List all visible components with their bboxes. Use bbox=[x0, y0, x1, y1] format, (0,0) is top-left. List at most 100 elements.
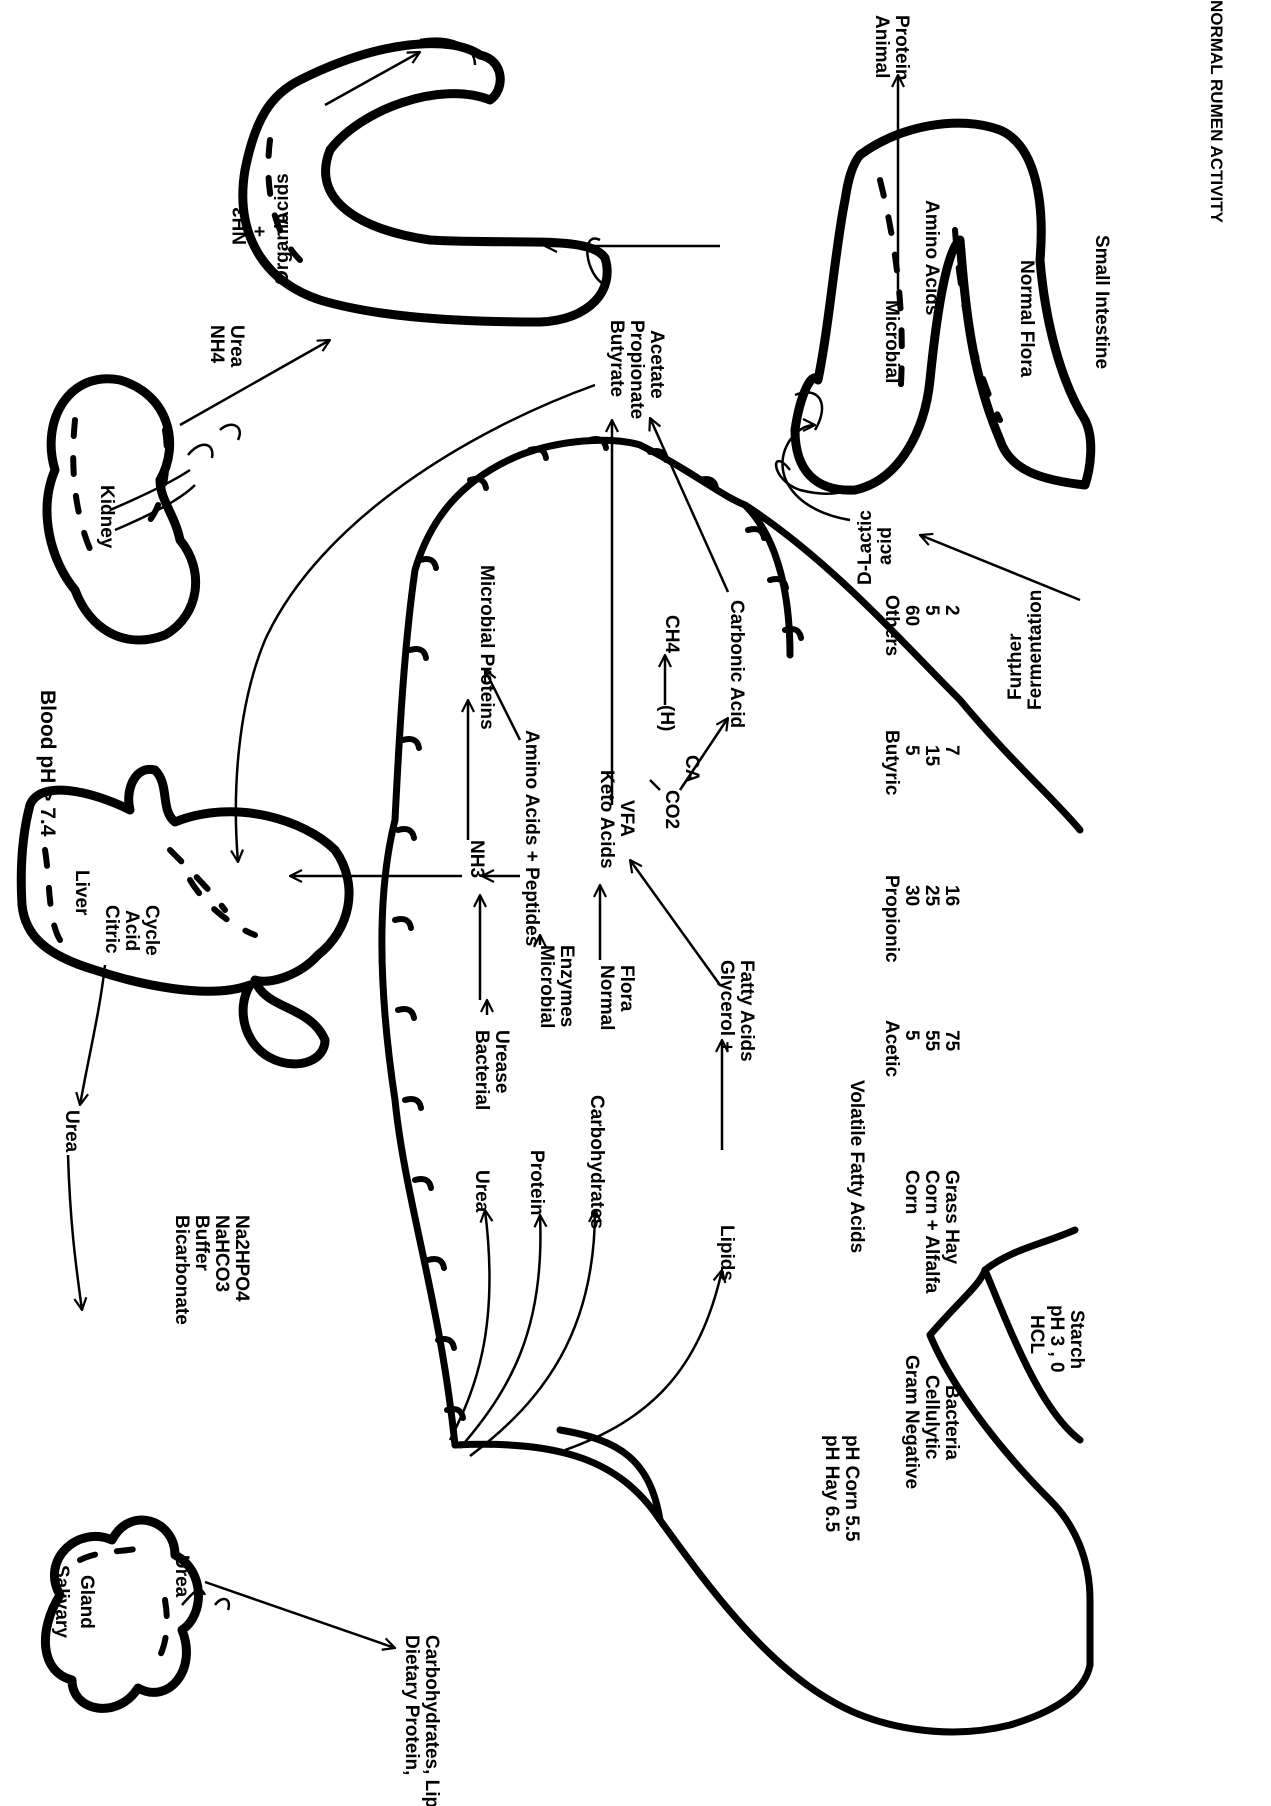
cycle-label: Cycle bbox=[141, 905, 162, 956]
vfa-cell: 7 bbox=[941, 745, 962, 756]
propionate-label: Propionate bbox=[626, 320, 647, 419]
bicarbonate-label: Bicarbonate bbox=[171, 1215, 192, 1325]
carbonic-acid-label: Carbonic Acid bbox=[726, 600, 747, 728]
vfa-col-acetic: Acetic bbox=[881, 1020, 902, 1077]
nh3-product-label: NH3 bbox=[466, 840, 487, 878]
blood-ph-label: Blood pH > 7.4 bbox=[36, 690, 59, 837]
buffer-label: Buffer bbox=[191, 1215, 212, 1272]
colon-shape bbox=[243, 39, 607, 322]
rumen-papillae bbox=[395, 439, 801, 1418]
normal-label: Normal bbox=[596, 965, 617, 1030]
arrow-glycerol-to-vfa bbox=[630, 860, 720, 985]
gland-label: Gland bbox=[76, 1575, 97, 1629]
further-label: Further bbox=[1005, 633, 1026, 700]
acetate-label: Acetate bbox=[646, 330, 667, 399]
colon-plus-label: + bbox=[250, 226, 271, 237]
rumen-papilla bbox=[770, 579, 786, 588]
liver-label: Liver bbox=[71, 870, 92, 916]
arrow-kidney-to-colon bbox=[180, 340, 330, 425]
protein-output-label: Protein bbox=[891, 15, 912, 80]
vfa-table-title: Volatile Fatty Acids bbox=[846, 1080, 867, 1253]
rumen-papilla bbox=[403, 739, 419, 748]
keto-acids-label: Keto Acids bbox=[596, 770, 617, 869]
diagram-title: NORMAL RUMEN ACTIVITY bbox=[1207, 0, 1226, 224]
bacterial-label: Bacterial bbox=[471, 1030, 492, 1110]
gram-negative-label: Gram Negative bbox=[901, 1355, 922, 1489]
cellulytic-label: Cellulytic bbox=[921, 1375, 942, 1460]
ph-corn-label: pH Corn 5.5 bbox=[841, 1435, 862, 1542]
nahco3-label: NaHCO3 bbox=[211, 1215, 232, 1292]
urease-label: Urease bbox=[491, 1030, 512, 1093]
glycerol-label: Glycerol + bbox=[716, 960, 737, 1052]
bacteria-label: Bacteria bbox=[941, 1385, 962, 1460]
enzymes-label: Enzymes bbox=[556, 945, 577, 1027]
kidney-shape bbox=[47, 379, 240, 640]
rumen-papilla bbox=[398, 1009, 414, 1018]
kidney-urea-label: Urea bbox=[226, 325, 247, 368]
arrow-to-protein-input bbox=[460, 1215, 540, 1448]
vfa-cell: 25 bbox=[921, 885, 942, 907]
dietary-label-line2: Carbohydrates, Lipids bbox=[421, 1635, 442, 1806]
urea-input-label: Urea bbox=[471, 1170, 492, 1213]
lipids-input-label: Lipids bbox=[716, 1225, 737, 1281]
hcl-label: HCL bbox=[1026, 1315, 1047, 1354]
ca-label: CA bbox=[681, 755, 702, 783]
rumen-papilla bbox=[410, 649, 426, 658]
rumen-papilla bbox=[748, 529, 764, 538]
co2-line bbox=[650, 780, 660, 790]
acid-label-2: acid bbox=[875, 527, 896, 565]
h-label: (H) bbox=[656, 705, 677, 731]
vfa-cell: 60 bbox=[901, 605, 922, 626]
amino-peptides-label: Amino Acids + Peptides bbox=[521, 730, 542, 946]
liver-shape bbox=[21, 769, 349, 1064]
starch-label: Starch bbox=[1066, 1310, 1087, 1369]
arrow-to-lipids-input bbox=[565, 1270, 722, 1450]
arrow-liver-to-urea bbox=[80, 965, 105, 1105]
small-intestine-label: Small Intestine bbox=[1091, 235, 1112, 369]
fermentation-label: Fermentation bbox=[1025, 590, 1046, 710]
colon-acids-label: Acids bbox=[272, 173, 293, 225]
vfa-label: VFA bbox=[616, 800, 637, 837]
carbohydrates-input-label: Carbohydrates bbox=[586, 1095, 607, 1229]
dietary-label-line1: Dietary Protein, bbox=[401, 1635, 422, 1775]
rumen-papilla bbox=[428, 1259, 444, 1268]
vfa-cell: 2 bbox=[941, 605, 962, 616]
fatty-acids-label: Fatty Acids bbox=[736, 960, 757, 1062]
arrow-to-urea-input bbox=[450, 1210, 490, 1440]
ph-hay-label: pH Hay 6.5 bbox=[821, 1435, 842, 1533]
kidney-nh4-label: NH4 bbox=[206, 325, 227, 363]
ph30-label: pH 3 , 0 bbox=[1046, 1305, 1067, 1373]
butyrate-label: Butyrate bbox=[606, 320, 627, 397]
arrow-saliva-to-rumen bbox=[205, 1582, 395, 1648]
vfa-row-grass-hay: Grass Hay bbox=[941, 1170, 962, 1264]
animal-label: Animal bbox=[871, 15, 892, 78]
rumen-papilla bbox=[395, 919, 411, 928]
rumen-papilla bbox=[405, 1099, 421, 1108]
vfa-cell: 16 bbox=[941, 885, 962, 906]
vfa-cell: 55 bbox=[921, 1030, 942, 1052]
na2hpo4-label: Na2HPO4 bbox=[231, 1215, 252, 1302]
vfa-col-butyric: Butyric bbox=[881, 730, 902, 796]
protein-input-label: Protein bbox=[526, 1150, 547, 1215]
dlactic-label: D-Lactic bbox=[855, 510, 876, 585]
citric-label: Citric bbox=[101, 905, 122, 954]
vfa-cell: 75 bbox=[941, 1030, 962, 1052]
vfa-row-corn-alfalfa: Corn + Alfalfa bbox=[921, 1170, 942, 1294]
rumen-papilla bbox=[398, 829, 414, 838]
colon-nh3-label: NH3 bbox=[230, 207, 251, 245]
vfa-table: Acetic Propionic Butyric Others Corn 5 3… bbox=[881, 595, 962, 1294]
vfa-col-others: Others bbox=[881, 595, 902, 656]
saliva-urea-label: Urea bbox=[171, 1555, 192, 1598]
kidney-label: Kidney bbox=[96, 485, 117, 549]
microbial-proteins-label: Microbial Proteins bbox=[476, 565, 497, 730]
acid-label: Acid bbox=[121, 910, 142, 951]
vfa-cell: 5 bbox=[901, 1030, 922, 1041]
intestine-microbial-label: Microbial bbox=[881, 300, 902, 383]
rumen-papilla bbox=[420, 559, 436, 568]
vfa-cell: 15 bbox=[921, 745, 942, 767]
ch4-label: CH4 bbox=[661, 615, 682, 653]
normal-flora-label: Normal Flora bbox=[1016, 260, 1037, 378]
vfa-cell: 5 bbox=[901, 745, 922, 756]
flora-label: Flora bbox=[616, 965, 637, 1012]
